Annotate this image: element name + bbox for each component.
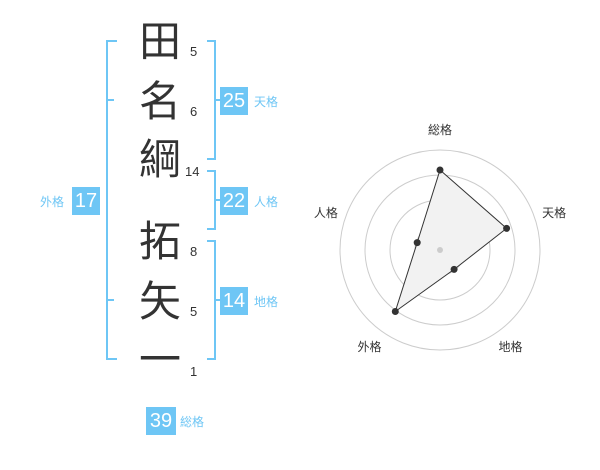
radar-point-3 <box>391 308 399 315</box>
stroke-count-2: 6 <box>190 104 198 119</box>
radar-polygon <box>394 169 508 313</box>
name-char-5: 矢 <box>138 277 181 326</box>
radar-axis-label-chikaku: 地格 <box>498 340 523 355</box>
radar-point-4 <box>413 239 421 247</box>
radar-axis-label-gaikaku: 外格 <box>357 340 382 355</box>
radar-axis-label-tenkaku: 天格 <box>542 205 567 220</box>
stroke-count-6: 1 <box>190 364 198 379</box>
radar-axis-label-jinkaku: 人格 <box>313 205 338 220</box>
stroke-count-5: 5 <box>190 304 198 319</box>
name-char-6: 一 <box>138 335 181 384</box>
radar-axis-label-soukaku: 総格 <box>428 123 453 137</box>
name-char-2: 名 <box>138 77 181 126</box>
stroke-count-3: 14 <box>185 164 200 179</box>
radar-point-0 <box>436 166 444 174</box>
radar-ring-4 <box>339 149 541 351</box>
soukaku-value: 39 <box>146 407 176 435</box>
name-char-4: 拓 <box>138 217 181 266</box>
tenkaku-label: 天格 <box>254 95 279 109</box>
radar-point-2 <box>450 265 458 273</box>
stroke-count-1: 5 <box>190 44 198 59</box>
jinkaku-value: 22 <box>220 187 248 215</box>
stroke-count-4: 8 <box>190 244 198 259</box>
name-char-1: 田 <box>138 17 181 66</box>
radar-point-1 <box>503 224 511 232</box>
name-char-3: 綱 <box>138 135 181 184</box>
chikaku-value: 14 <box>220 287 248 315</box>
radar-center-dot <box>437 247 443 253</box>
tenkaku-value: 25 <box>220 87 248 115</box>
gaikaku-value: 17 <box>72 187 100 215</box>
gaikaku-bracket <box>106 40 117 360</box>
chikaku-label: 地格 <box>254 295 279 309</box>
jinkaku-label: 人格 <box>254 195 279 209</box>
gaikaku-label: 外格 <box>40 195 65 209</box>
soukaku-label: 総格 <box>180 415 205 429</box>
